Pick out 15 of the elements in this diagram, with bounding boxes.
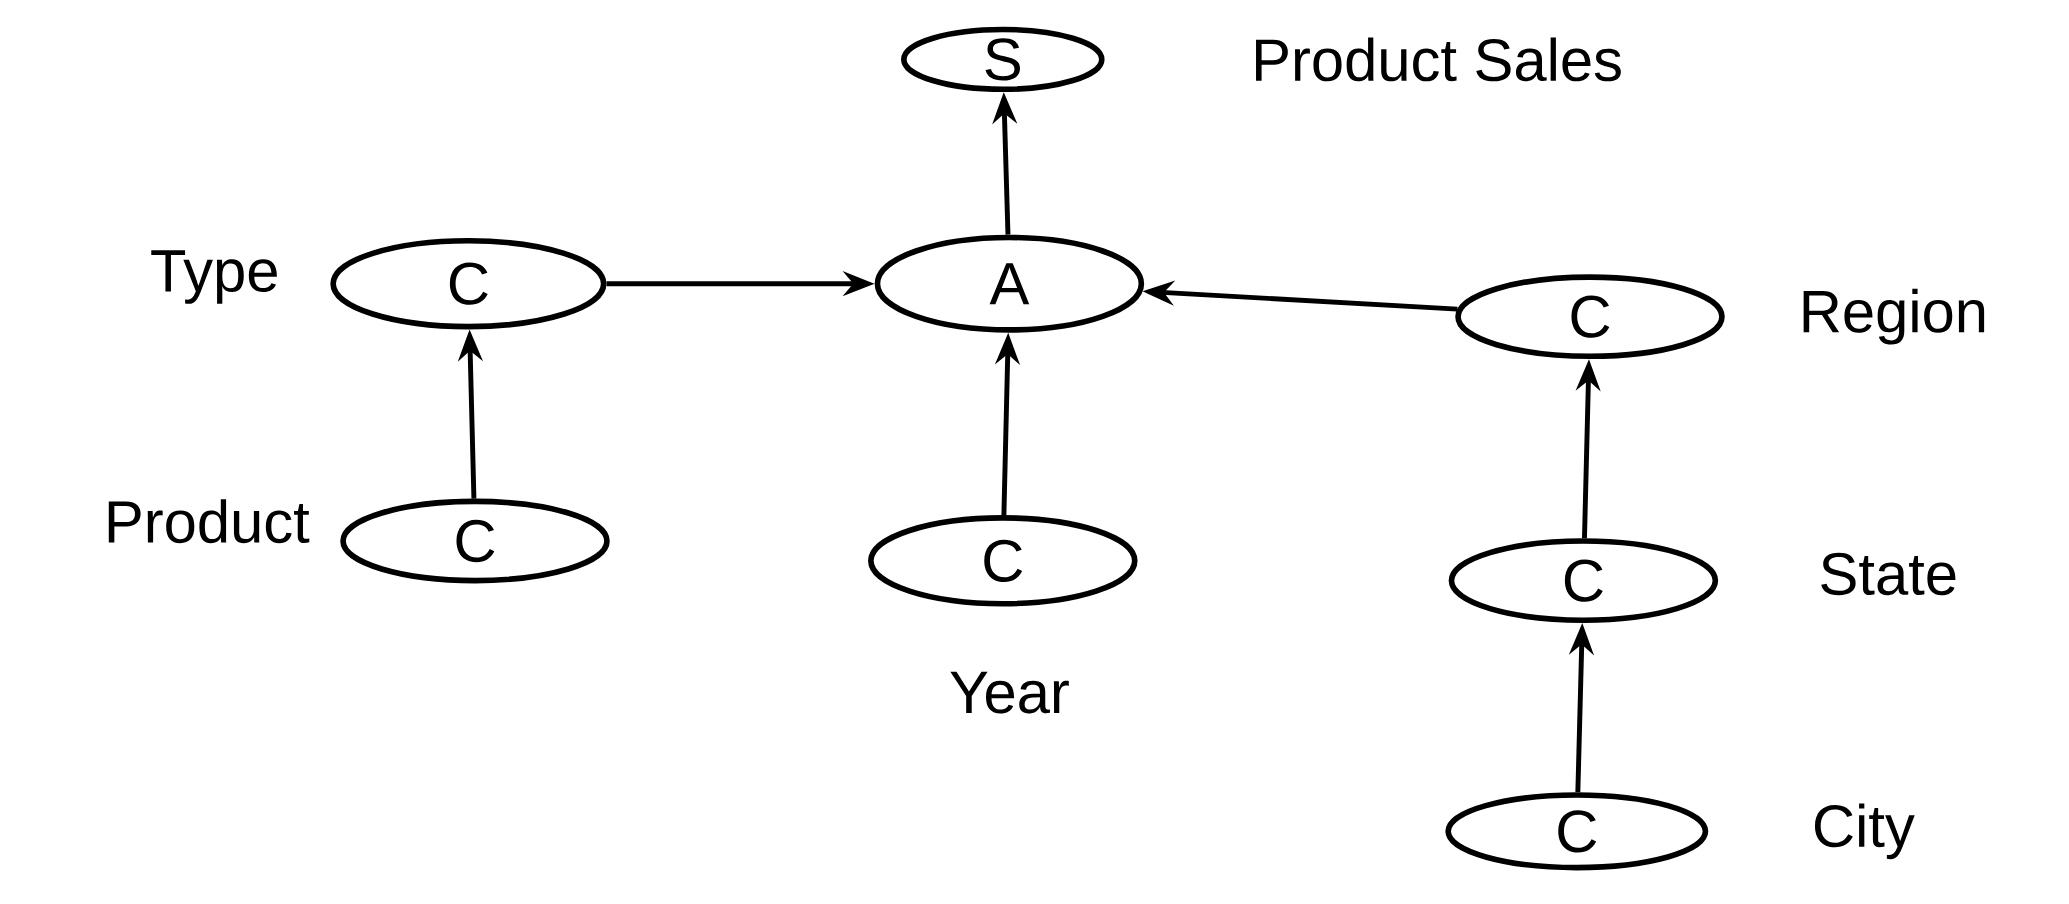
node-label: City	[1814, 803, 1915, 860]
ellipse-node: C	[340, 498, 610, 584]
ellipse-node: C	[1445, 792, 1709, 871]
ellipse-node: C	[1448, 538, 1719, 623]
node-label: Region	[1803, 288, 1985, 345]
ellipse-node: C	[1455, 274, 1725, 360]
ellipse-node: C	[330, 238, 607, 330]
ellipse-node: S	[901, 26, 1105, 93]
node-label: Product	[108, 499, 310, 544]
ellipse-node: A	[874, 234, 1145, 333]
node-label: State	[1821, 552, 1956, 596]
node-label: Product Sales	[1256, 37, 1621, 82]
node-label: Year	[950, 671, 1069, 714]
node-label: Type	[151, 250, 277, 304]
ellipse-node: C	[868, 515, 1138, 607]
